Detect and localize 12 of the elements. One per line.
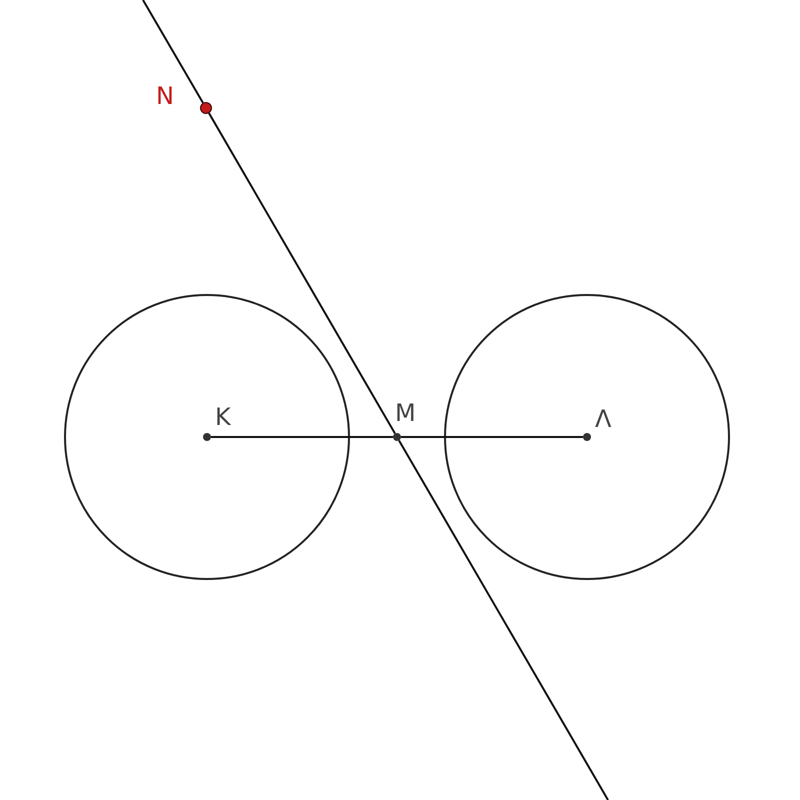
line-segment — [208, 112, 396, 434]
line-segment — [401, 436, 583, 438]
point-marker — [203, 433, 211, 441]
point-marker — [393, 433, 401, 441]
point-label: M — [395, 401, 416, 425]
point-marker — [583, 433, 591, 441]
point-marker — [200, 102, 212, 114]
point-label: N — [156, 84, 174, 108]
point-label: Λ — [595, 407, 612, 431]
line-segment — [211, 436, 393, 438]
point-label: K — [215, 405, 231, 429]
line — [142, 0, 204, 104]
